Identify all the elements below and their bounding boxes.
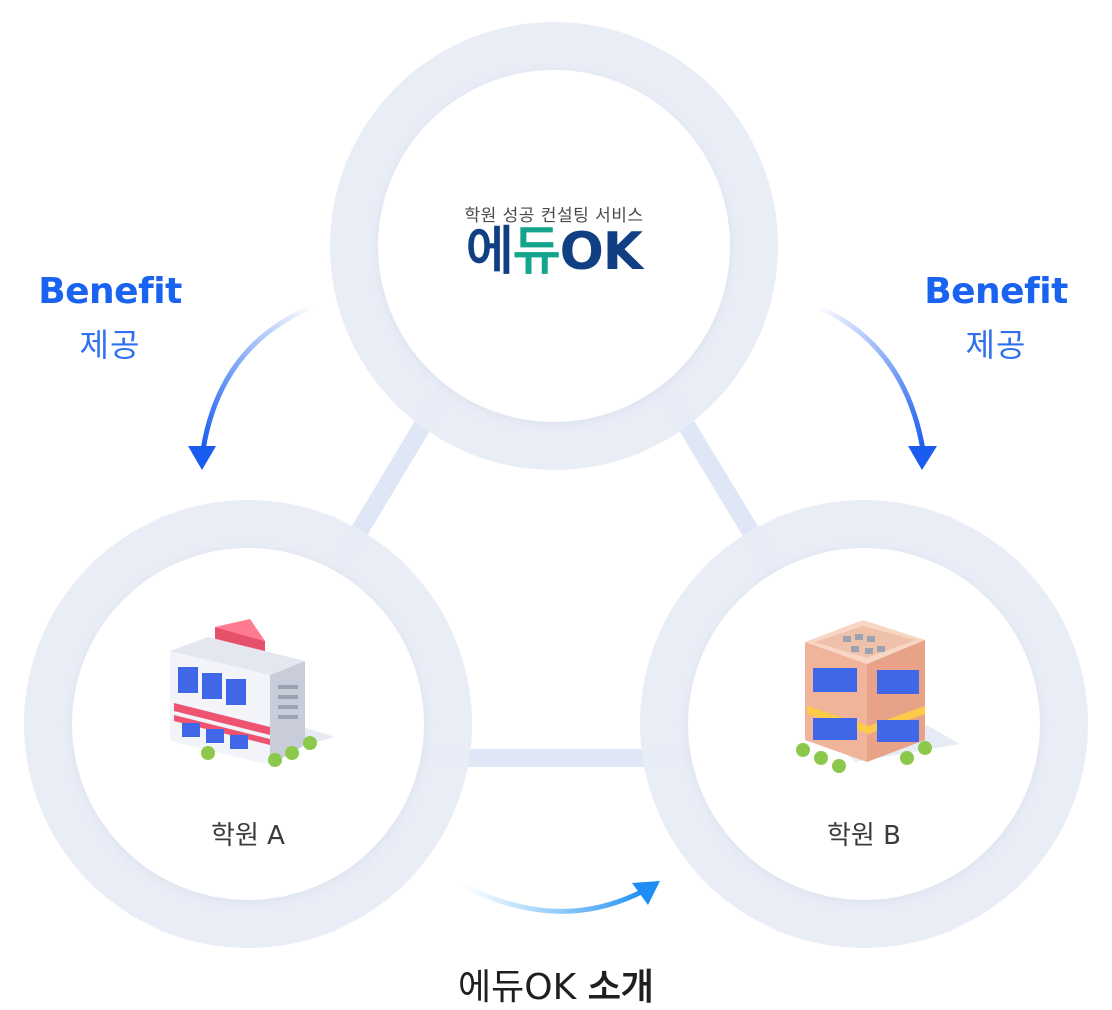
benefit-left-subtitle: 제공 — [79, 326, 141, 364]
eduok-logo: 에듀OK — [378, 222, 730, 282]
arrow-left-head — [188, 446, 216, 470]
caption-bold: 소개 — [587, 967, 654, 1008]
caption: 에듀OK 소개 — [356, 958, 756, 1010]
logo-part-2: 듀 — [512, 222, 561, 282]
logo-part-1: 에 — [465, 222, 514, 282]
office-building-icon — [170, 619, 335, 767]
logo-part-3: OK — [559, 222, 643, 282]
arrow-right — [815, 304, 926, 453]
store-building-icon — [796, 620, 960, 773]
arrow-bottom-head — [632, 881, 660, 905]
caption-normal: 에듀OK — [458, 967, 588, 1008]
node-b-label: 학원 B — [827, 821, 901, 851]
arrow-bottom — [459, 882, 648, 914]
arrow-left — [200, 304, 315, 453]
center-disc — [378, 70, 730, 422]
benefit-right-title: Benefit — [924, 271, 1068, 312]
node-a-label: 학원 A — [211, 821, 285, 851]
benefit-right-subtitle: 제공 — [965, 326, 1027, 364]
arrow-right-head — [908, 446, 937, 470]
service-subtitle: 학원 성공 컨설팅 서비스 — [464, 206, 644, 226]
benefit-left-title: Benefit — [38, 271, 182, 312]
